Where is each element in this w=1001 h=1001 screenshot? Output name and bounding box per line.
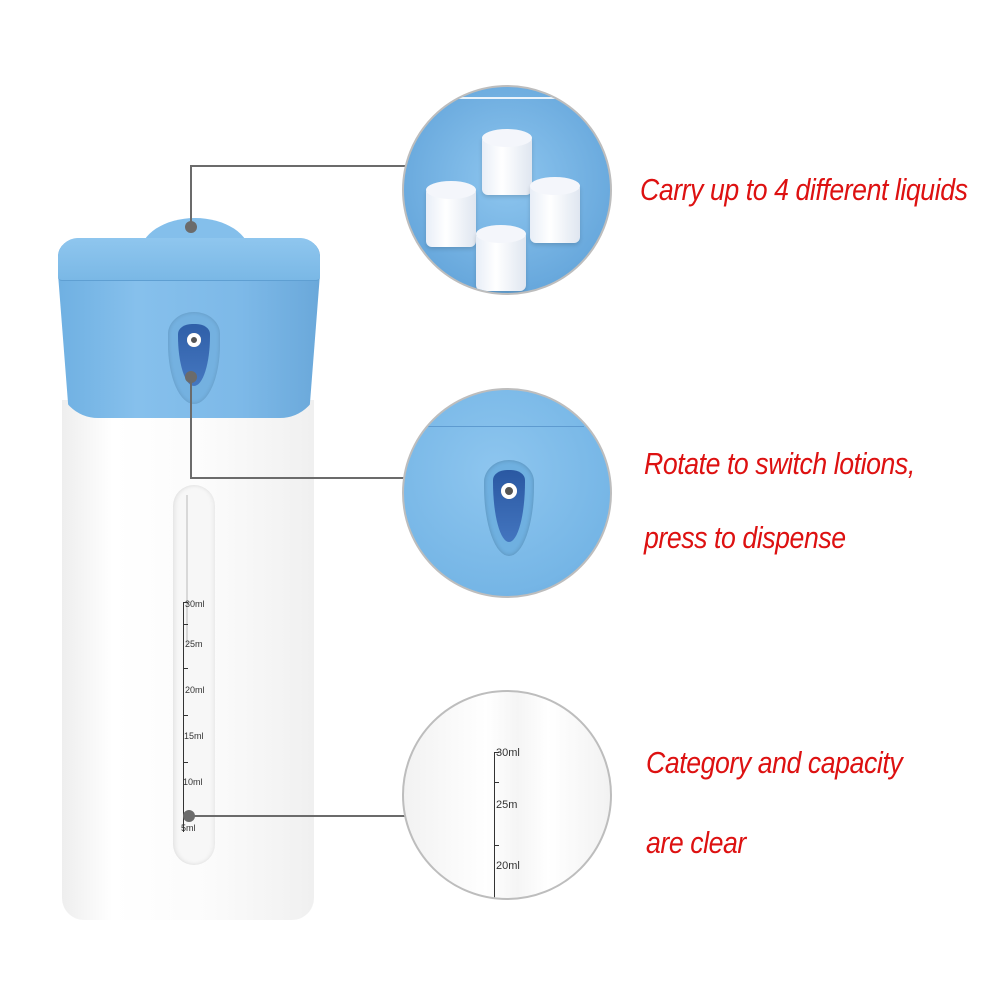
- caption-carry-liquids: Carry up to 4 different liquids: [640, 172, 968, 207]
- inner-tube: [186, 495, 188, 645]
- inner-bottle: [482, 129, 532, 195]
- scale-mark-25: 25m: [185, 639, 203, 649]
- callout-line-top-vertical: [190, 165, 192, 227]
- caption-rotate-line2: press to dispense: [644, 520, 846, 555]
- measurement-scale: [183, 602, 184, 832]
- callout-line-middle-vertical: [190, 378, 192, 478]
- scale-tick: [494, 752, 499, 753]
- scale-mark-10: 10ml: [183, 777, 203, 787]
- scale-mark-5: 5ml: [181, 823, 196, 833]
- scale-tick: [183, 602, 188, 603]
- callout-dot-top: [185, 221, 197, 233]
- callout-line-top-horizontal: [190, 165, 405, 167]
- nozzle-icon: [501, 483, 517, 499]
- callout-dot-middle: [185, 371, 197, 383]
- callout-dot-bottom: [183, 810, 195, 822]
- nozzle-icon: [187, 333, 201, 347]
- detail-circle-dispense-button: [402, 388, 612, 598]
- detail-circle-scale: 30ml 25m 20ml: [402, 690, 612, 900]
- caption-category-line2: are clear: [646, 825, 746, 860]
- inner-bottle: [530, 177, 580, 243]
- cap-lid: [58, 238, 320, 281]
- inner-bottle: [476, 225, 526, 291]
- scale-mark-20: 20ml: [185, 685, 205, 695]
- scale-tick: [183, 762, 188, 763]
- scale-mark-30: 30ml: [185, 599, 205, 609]
- inner-bottle: [426, 181, 476, 247]
- scale-tick: [494, 845, 499, 846]
- scale-mark-30-closeup: 30ml: [496, 747, 520, 759]
- measurement-scale-closeup: [494, 752, 495, 898]
- detail-circle-inner-bottles: [402, 85, 612, 295]
- highlight-line: [434, 97, 604, 99]
- scale-mark-15: 15ml: [184, 731, 204, 741]
- scale-tick: [183, 715, 188, 716]
- scale-mark-20-closeup: 20ml: [496, 860, 520, 872]
- scale-tick: [494, 782, 499, 783]
- scale-tick: [183, 624, 188, 625]
- callout-line-middle-horizontal: [190, 477, 405, 479]
- callout-line-bottom-horizontal: [192, 815, 405, 817]
- viewing-window: [173, 485, 215, 865]
- caption-rotate-line1: Rotate to switch lotions,: [644, 446, 915, 481]
- scale-tick: [183, 668, 188, 669]
- scale-mark-25-closeup: 25m: [496, 799, 518, 811]
- cap-seam: [424, 426, 584, 427]
- caption-category-line1: Category and capacity: [646, 745, 903, 780]
